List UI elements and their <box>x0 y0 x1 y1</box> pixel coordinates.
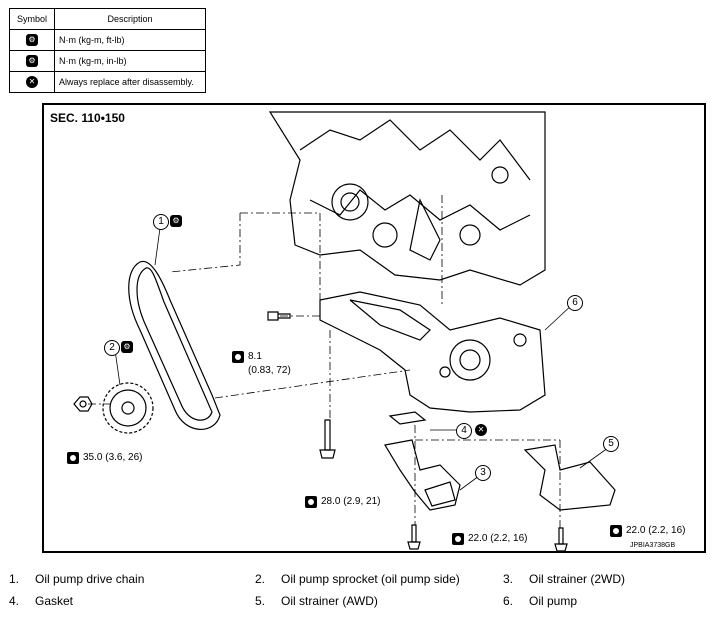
torque-wrench-icon <box>452 533 464 545</box>
section-title: SEC. 110•150 <box>50 111 125 125</box>
legend-row: ⚙ N·m (kg-m, in-lb) <box>9 50 206 72</box>
reference-code: JPBIA3738GB <box>630 542 676 549</box>
torque-wrench-icon <box>610 525 622 537</box>
torque-subvalue: (0.83, 72) <box>248 365 291 376</box>
callout-2: 2 <box>104 340 120 356</box>
callout-6: 6 <box>567 295 583 311</box>
list-item: 5.Oil strainer (AWD) <box>255 594 378 608</box>
legend-row: ✕ Always replace after disassembly. <box>9 71 206 93</box>
legend-header-row: Symbol Description <box>9 8 206 30</box>
list-item: 6.Oil pump <box>503 594 578 608</box>
bolt-81 <box>267 311 279 321</box>
engine-block-outline <box>268 111 546 286</box>
replace-chain-icon: ⚙ <box>170 215 182 227</box>
torque-wrench-icon: ⚙ <box>26 34 38 46</box>
replace-x-icon: ✕ <box>475 424 487 436</box>
bolt-22-right <box>558 527 564 545</box>
drive-chain-shape <box>128 260 221 430</box>
replace-x-icon: ✕ <box>26 76 38 88</box>
list-item: 3.Oil strainer (2WD) <box>503 572 626 586</box>
torque-spec-28: 28.0 (2.9, 21) <box>305 495 380 509</box>
torque-value: 22.0 (2.2, 16) <box>468 533 528 544</box>
torque-wrench-icon <box>67 452 79 464</box>
torque-spec-35: 35.0 (3.6, 26) <box>67 451 142 465</box>
oil-pump-body <box>319 291 546 413</box>
callout-3: 3 <box>475 465 491 481</box>
oil-strainer-2wd <box>384 439 461 511</box>
torque-value: 28.0 (2.9, 21) <box>321 496 381 507</box>
bolt-22-left <box>411 524 417 543</box>
torque-value: 8.1 <box>248 351 262 362</box>
torque-wrench-icon <box>232 351 244 363</box>
bolt-28 <box>324 419 331 451</box>
torque-wrench-small-icon: ⚙ <box>26 55 38 67</box>
oil-strainer-awd <box>523 444 616 511</box>
callout-4: 4 <box>456 423 472 439</box>
crank-sprocket <box>331 183 369 221</box>
torque-value: 35.0 (3.6, 26) <box>83 452 143 463</box>
callout-5: 5 <box>603 436 619 452</box>
symbol-legend-table: Symbol Description ⚙ N·m (kg-m, ft-lb) ⚙… <box>9 8 206 93</box>
torque-spec-22-right: 22.0 (2.2, 16) <box>610 524 685 538</box>
list-item: 1.Oil pump drive chain <box>9 572 145 586</box>
gasket-shape <box>388 411 427 425</box>
legend-row-text: Always replace after disassembly. <box>54 71 206 93</box>
diagram-frame <box>42 103 706 553</box>
pump-sprocket <box>102 382 154 434</box>
legend-header-symbol: Symbol <box>9 8 55 30</box>
legend-header-description: Description <box>54 8 206 30</box>
torque-wrench-icon <box>305 496 317 508</box>
list-item: 2.Oil pump sprocket (oil pump side) <box>255 572 460 586</box>
torque-spec-22-left: 22.0 (2.2, 16) <box>452 532 527 546</box>
legend-row: ⚙ N·m (kg-m, ft-lb) <box>9 29 206 51</box>
torque-spec-8-1: 8.1 (0.83, 72) <box>232 350 291 378</box>
replace-sprocket-icon: ⚙ <box>121 341 133 353</box>
torque-value: 22.0 (2.2, 16) <box>626 525 686 536</box>
callout-1: 1 <box>153 214 169 230</box>
list-item: 4.Gasket <box>9 594 74 608</box>
